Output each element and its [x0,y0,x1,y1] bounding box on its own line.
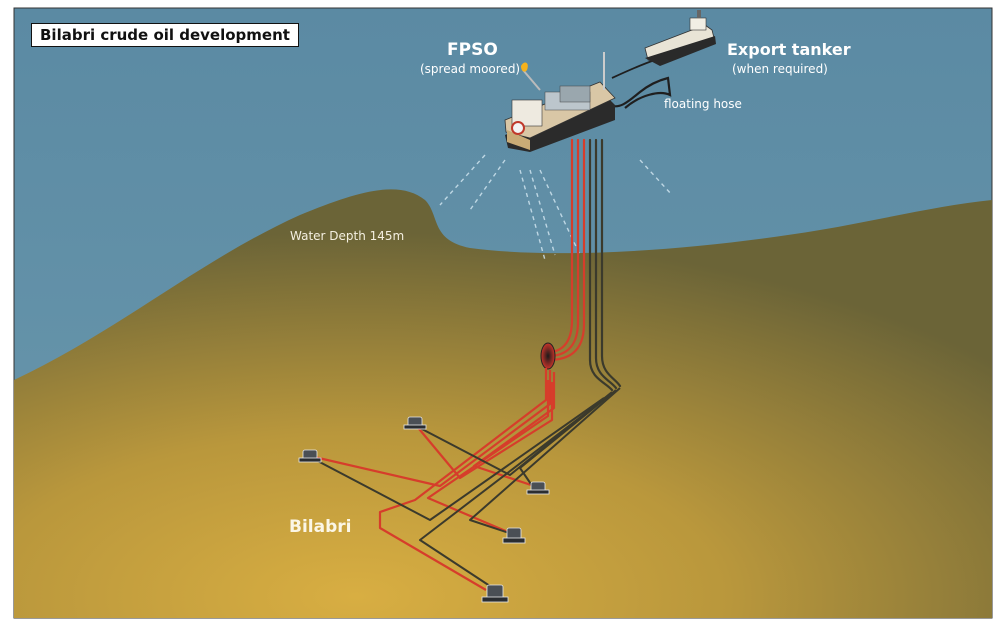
export-tanker-sublabel: (when required) [732,62,828,76]
wellhead-3 [526,481,550,495]
export-tanker-ship [644,10,716,66]
export-tanker-label: Export tanker [727,40,851,59]
field-name-label: Bilabri [289,517,352,537]
service-flowlines [311,387,621,591]
sonar-beams [439,154,673,261]
production-flowlines [309,368,556,591]
floating-hose [609,76,672,109]
diagram-title: Bilabri crude oil development [31,23,299,47]
fpso-ship [504,52,616,152]
wellhead-4 [502,527,526,544]
wellhead-1 [403,416,427,430]
floating-hose-label: floating hose [664,97,742,111]
fpso-label: FPSO [447,40,498,60]
wellheads [298,416,550,603]
fpso-sublabel: (spread moored) [420,62,521,76]
water-depth-label: Water Depth 145m [290,229,405,243]
riser-base [540,342,556,370]
seabed [14,189,992,619]
wellhead-2 [298,449,322,463]
wellhead-5 [481,584,509,603]
